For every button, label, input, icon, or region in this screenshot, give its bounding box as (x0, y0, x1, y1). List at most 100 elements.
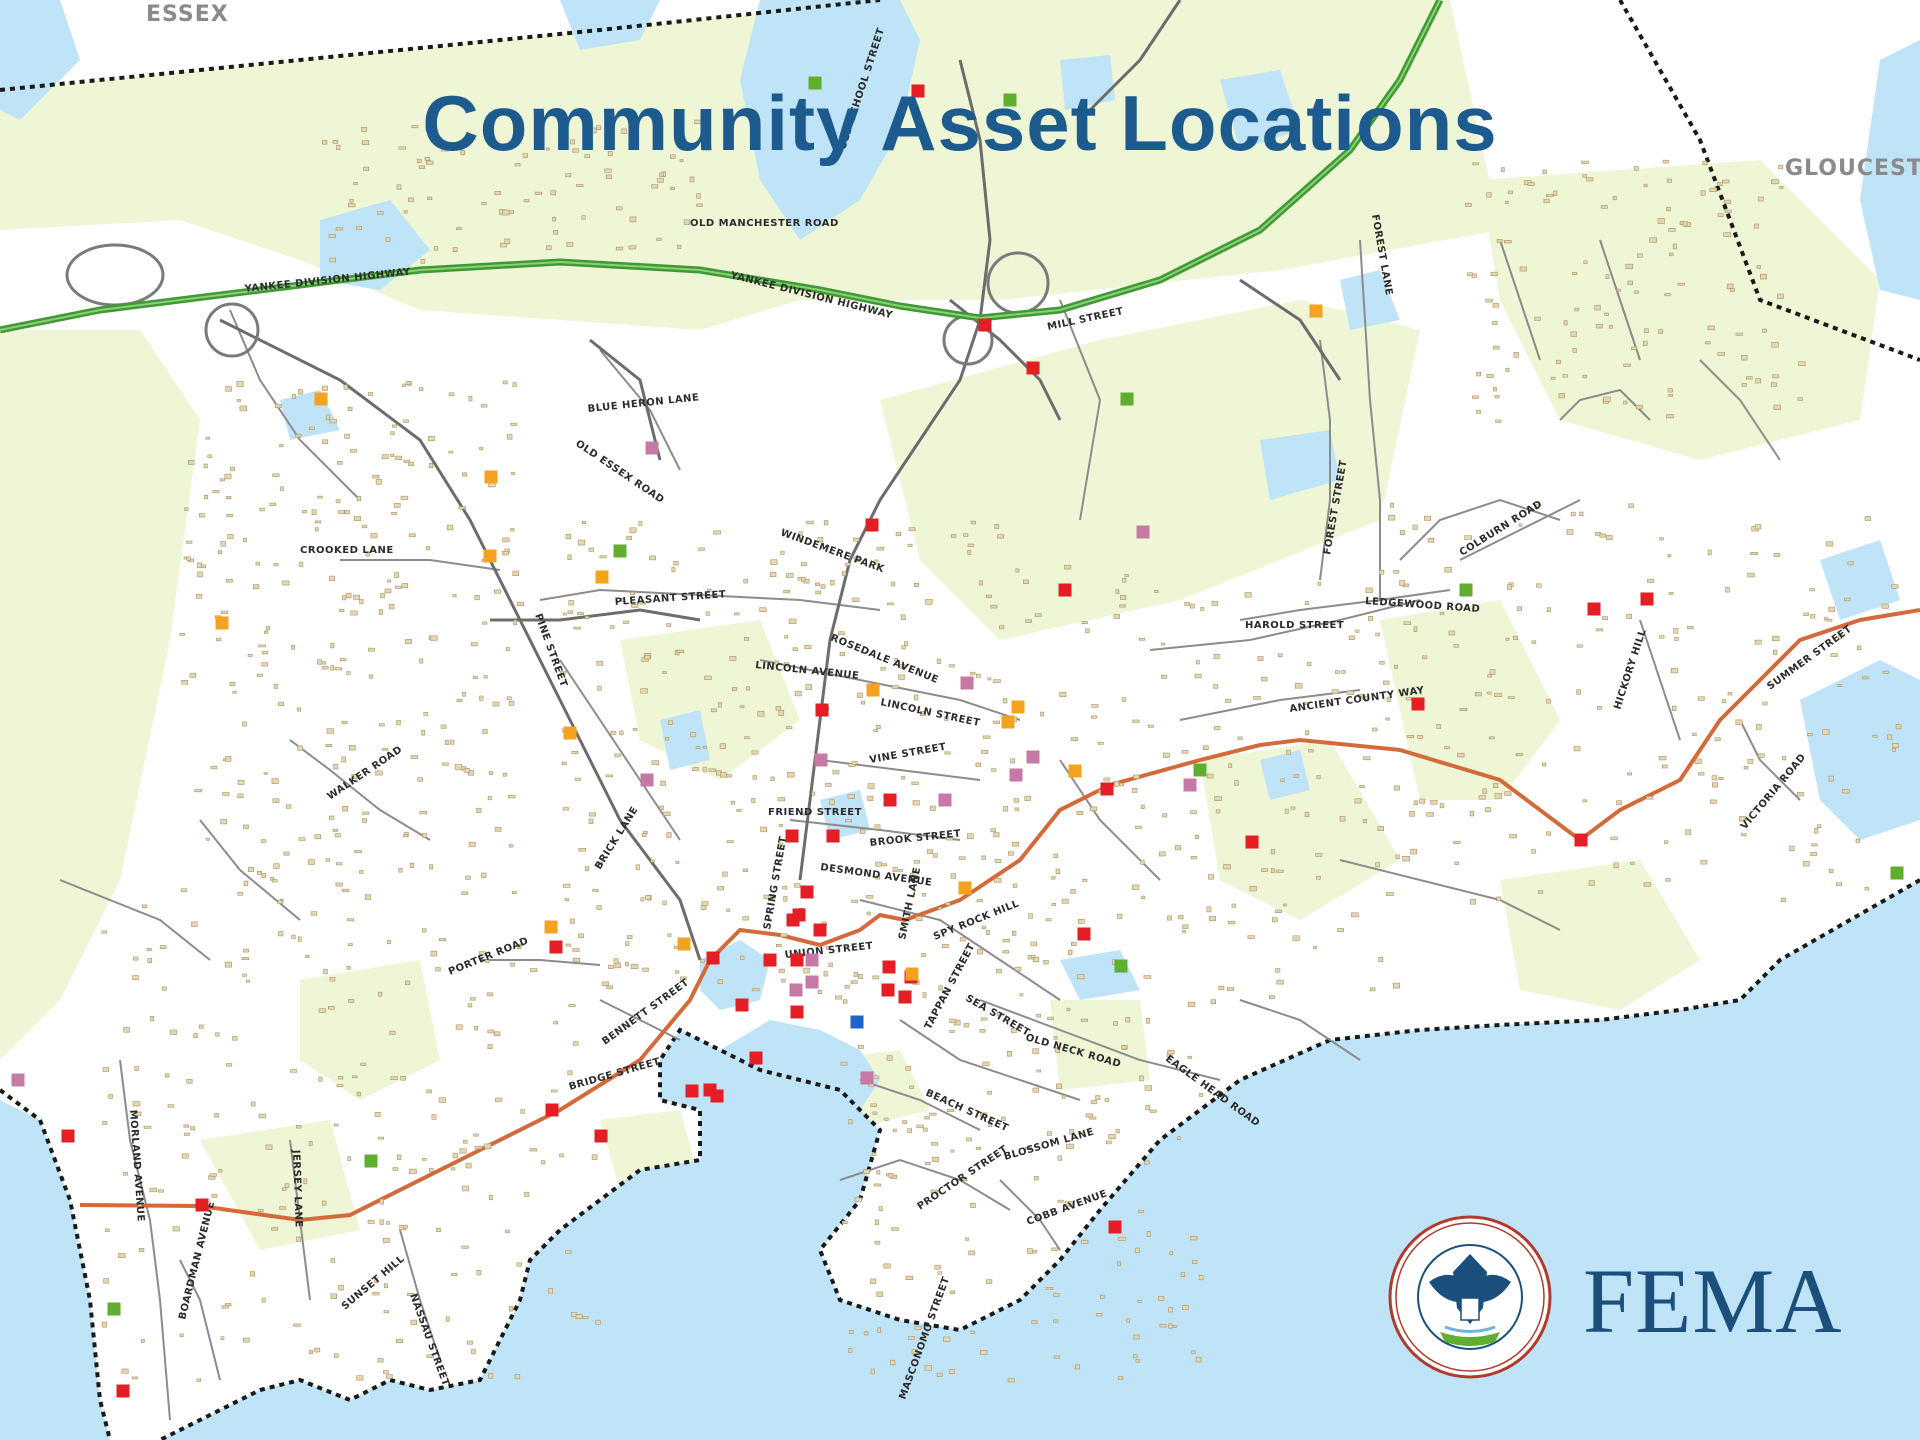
asset-marker-red[interactable] (116, 1384, 130, 1398)
asset-marker-orange[interactable] (866, 683, 880, 697)
building (1581, 160, 1589, 164)
asset-marker-red[interactable] (594, 1129, 608, 1143)
asset-marker-pink[interactable] (11, 1073, 25, 1087)
asset-marker-red[interactable] (911, 84, 925, 98)
building (601, 981, 609, 986)
asset-marker-pink[interactable] (805, 953, 819, 967)
asset-marker-red[interactable] (790, 953, 804, 967)
building (305, 954, 310, 958)
asset-marker-orange[interactable] (483, 549, 497, 563)
asset-marker-red[interactable] (786, 913, 800, 927)
asset-marker-green[interactable] (1890, 866, 1904, 880)
asset-marker-pink[interactable] (805, 975, 819, 989)
asset-marker-orange[interactable] (484, 470, 498, 484)
asset-marker-red[interactable] (1411, 697, 1425, 711)
asset-marker-green[interactable] (1003, 93, 1017, 107)
asset-marker-pink[interactable] (1009, 768, 1023, 782)
building (1025, 1147, 1032, 1151)
building (1422, 655, 1428, 660)
building (511, 472, 516, 475)
building (236, 381, 244, 387)
asset-marker-red[interactable] (685, 1084, 699, 1098)
asset-marker-red[interactable] (706, 951, 720, 965)
asset-marker-green[interactable] (1459, 583, 1473, 597)
asset-marker-green[interactable] (364, 1154, 378, 1168)
asset-marker-orange[interactable] (563, 726, 577, 740)
asset-marker-pink[interactable] (789, 983, 803, 997)
asset-marker-red[interactable] (1245, 835, 1259, 849)
building (321, 140, 328, 145)
asset-marker-orange[interactable] (1068, 764, 1082, 778)
asset-marker-orange[interactable] (314, 392, 328, 406)
asset-marker-orange[interactable] (958, 881, 972, 895)
asset-marker-red[interactable] (61, 1129, 75, 1143)
asset-marker-green[interactable] (107, 1302, 121, 1316)
building (993, 832, 1000, 838)
asset-marker-red[interactable] (800, 885, 814, 899)
asset-marker-green[interactable] (1114, 959, 1128, 973)
asset-marker-red[interactable] (898, 990, 912, 1004)
asset-marker-red[interactable] (813, 923, 827, 937)
asset-marker-red[interactable] (1640, 592, 1654, 606)
asset-marker-red[interactable] (978, 318, 992, 332)
asset-marker-green[interactable] (1120, 392, 1134, 406)
building (1582, 799, 1587, 803)
asset-marker-red[interactable] (763, 953, 777, 967)
asset-marker-orange[interactable] (215, 616, 229, 630)
asset-marker-red[interactable] (710, 1089, 724, 1103)
asset-marker-orange[interactable] (595, 570, 609, 584)
asset-marker-red[interactable] (749, 1051, 763, 1065)
asset-marker-green[interactable] (1193, 763, 1207, 777)
asset-marker-orange[interactable] (677, 937, 691, 951)
building (702, 766, 707, 773)
asset-marker-red[interactable] (545, 1103, 559, 1117)
asset-marker-red[interactable] (1574, 833, 1588, 847)
asset-marker-red[interactable] (1100, 782, 1114, 796)
asset-marker-red[interactable] (882, 960, 896, 974)
building (372, 474, 380, 479)
asset-marker-red[interactable] (785, 829, 799, 843)
asset-marker-red[interactable] (1058, 583, 1072, 597)
asset-marker-pink[interactable] (960, 676, 974, 690)
asset-marker-orange[interactable] (905, 967, 919, 981)
asset-marker-red[interactable] (1108, 1220, 1122, 1234)
asset-marker-orange[interactable] (544, 920, 558, 934)
asset-marker-green[interactable] (613, 544, 627, 558)
asset-marker-red[interactable] (815, 703, 829, 717)
building (1492, 303, 1499, 308)
asset-marker-red[interactable] (826, 829, 840, 843)
asset-marker-red[interactable] (881, 983, 895, 997)
asset-marker-red[interactable] (1077, 927, 1091, 941)
asset-marker-blue[interactable] (850, 1015, 864, 1029)
asset-marker-green[interactable] (808, 76, 822, 90)
asset-marker-red[interactable] (549, 940, 563, 954)
asset-marker-pink[interactable] (814, 753, 828, 767)
asset-marker-pink[interactable] (645, 441, 659, 455)
asset-marker-pink[interactable] (938, 793, 952, 807)
building (454, 764, 463, 770)
building (1085, 628, 1090, 634)
asset-marker-red[interactable] (865, 518, 879, 532)
asset-marker-pink[interactable] (1136, 525, 1150, 539)
asset-marker-pink[interactable] (1026, 750, 1040, 764)
building (237, 780, 245, 785)
asset-marker-red[interactable] (883, 793, 897, 807)
asset-marker-red[interactable] (195, 1198, 209, 1212)
asset-marker-red[interactable] (1587, 602, 1601, 616)
asset-marker-red[interactable] (735, 998, 749, 1012)
asset-marker-pink[interactable] (640, 773, 654, 787)
asset-marker-pink[interactable] (1183, 778, 1197, 792)
asset-marker-orange[interactable] (1011, 700, 1025, 714)
building (592, 888, 599, 892)
asset-marker-orange[interactable] (1309, 304, 1323, 318)
building (921, 952, 926, 957)
asset-marker-orange[interactable] (1001, 715, 1015, 729)
asset-marker-red[interactable] (1026, 361, 1040, 375)
building (841, 1220, 848, 1224)
asset-marker-pink[interactable] (860, 1071, 874, 1085)
building (1225, 699, 1232, 703)
building (1735, 332, 1743, 336)
building (361, 140, 370, 145)
asset-marker-red[interactable] (790, 1005, 804, 1019)
